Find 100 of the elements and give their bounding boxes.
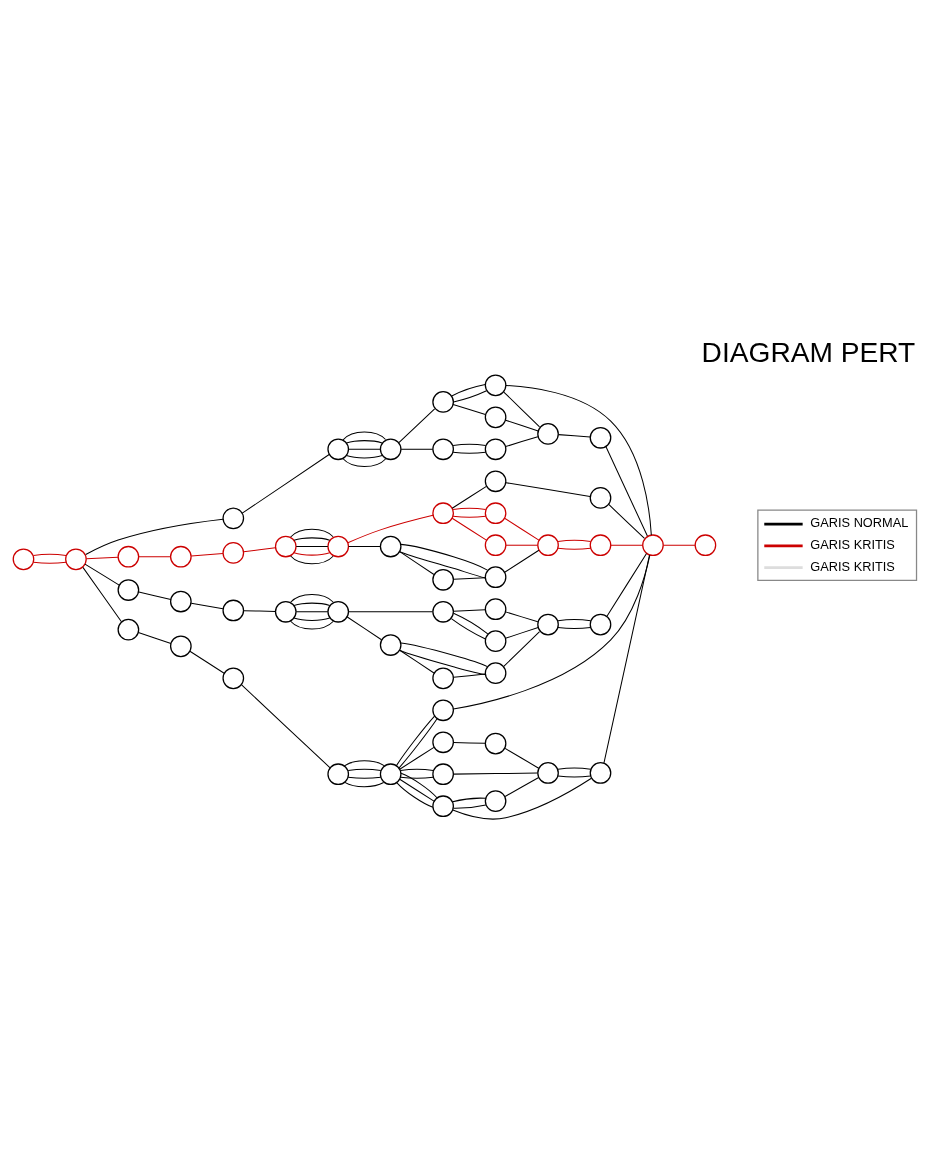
connector [347,768,382,771]
connector [293,602,331,607]
connector [505,611,539,623]
connector [451,384,486,397]
node-circle [484,732,507,755]
connector [243,547,276,553]
connector [557,775,592,778]
node-circle [117,545,140,568]
connector [452,515,487,518]
node-circle [589,534,612,557]
node-circle [379,438,402,461]
connector [348,611,434,613]
node-circle [432,795,454,818]
node-circle [379,634,402,656]
node-circle [432,502,454,525]
node-circle [432,568,454,591]
node-circle [484,534,507,557]
connector [503,631,541,667]
node-circle [12,548,35,571]
connector [190,602,224,610]
connector [345,440,383,444]
node-circle [65,548,87,571]
connector [241,454,330,514]
connector [399,778,435,802]
connector [345,454,383,459]
node-circle [484,630,507,653]
connector [505,419,539,432]
node-circle [432,667,454,690]
connector [342,431,387,441]
node-circle [537,613,559,636]
node-circle [484,502,507,525]
node-circle [222,599,245,622]
connector [505,626,539,639]
connector [504,777,540,797]
connector [452,554,651,710]
connector [290,555,334,565]
connector [557,767,592,770]
connector [290,620,334,630]
connector [452,507,487,510]
connector [557,547,592,550]
node-circle [222,542,245,564]
connector [505,436,539,448]
connector [290,528,334,538]
node-circle [537,762,559,784]
legend-label: GARIS KRITIS [810,558,895,574]
node-circle [589,613,612,636]
connector [505,544,539,546]
node-circle [169,635,192,658]
connector [293,537,331,541]
node-circle [642,534,664,557]
connector [557,434,591,438]
connector [453,772,539,775]
node-circle [589,762,612,784]
connector [452,777,592,820]
connector [453,612,489,635]
connector [453,742,486,744]
connector [504,517,540,541]
node-circle [222,667,245,690]
connector [662,544,696,546]
connector [243,610,276,612]
connector [400,642,488,668]
node-circle [274,600,297,623]
connector [32,554,67,557]
connector [603,554,650,764]
node-circle [222,507,245,530]
connector [400,768,434,771]
connector [453,673,486,678]
connector [606,552,648,617]
connector [343,760,385,767]
connector [82,566,122,623]
connector [400,448,434,450]
connector [399,551,486,579]
connector [348,546,381,547]
connector [399,746,435,770]
node-circle [117,579,140,601]
node-circle [432,391,454,413]
node-circle [432,600,454,623]
connector [138,556,171,558]
node-circle [484,790,507,812]
connector [290,593,334,603]
connector [293,552,331,556]
connector [346,616,382,641]
connector [503,391,541,428]
node-circle [432,731,454,754]
connector [453,804,487,809]
node-circle [589,487,612,509]
connector [399,649,435,674]
legend-label: GARIS KRITIS [810,537,895,553]
connector [450,618,486,640]
connector [189,650,225,674]
node-circle [327,535,350,558]
diagram-title: DIAGRAM PERT [701,336,916,368]
connector [605,446,648,537]
node-circle [379,763,402,786]
connector [138,591,172,600]
connector [348,448,381,450]
node-circle [327,763,350,786]
connector [505,384,652,536]
node-circle [537,423,559,445]
node-circle [432,763,454,786]
